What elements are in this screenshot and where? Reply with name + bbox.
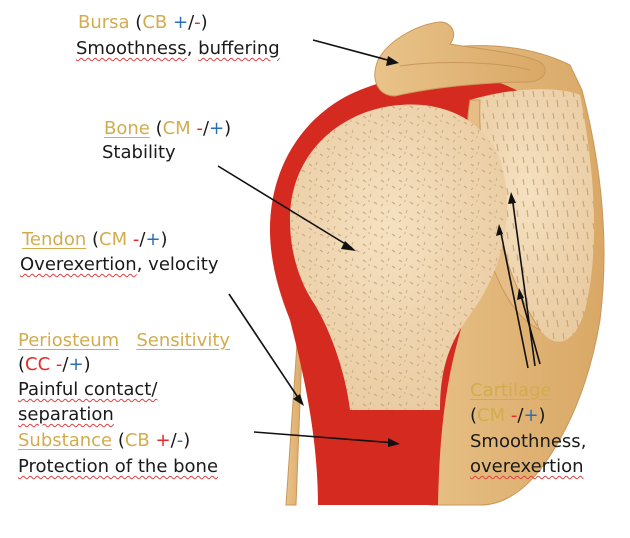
cartilage-sign-2: + bbox=[523, 405, 539, 426]
periosteum-code-line: (CC -/+) bbox=[18, 354, 91, 375]
substance-sign-2: - bbox=[176, 430, 184, 451]
tendon-desc-a: Overexertion bbox=[20, 254, 137, 275]
cartilage-arrowhead-3 bbox=[517, 288, 524, 300]
tendon-code: CM bbox=[99, 229, 128, 250]
substance-arrowhead bbox=[388, 438, 400, 447]
leader-lines bbox=[217, 39, 541, 444]
bone-title: Bone (CM -/+) bbox=[104, 118, 232, 139]
tendon-name: Tendon bbox=[22, 229, 87, 250]
cartilage-description-2: overexertion bbox=[470, 456, 584, 478]
bursa-sign-2: - bbox=[194, 12, 201, 33]
bone-sign-2: + bbox=[209, 118, 225, 139]
bursa-arrowhead bbox=[386, 56, 399, 66]
tendon-title: Tendon (CM -/+) bbox=[22, 229, 168, 250]
cartilage-code: CM bbox=[477, 405, 506, 426]
bursa-desc-a: Smoothness bbox=[76, 38, 187, 59]
cartilage-slash: / bbox=[517, 405, 524, 426]
periosteum-desc-line1: Painful contact/ bbox=[18, 379, 158, 400]
substance-code: CB bbox=[124, 430, 150, 451]
tendon-slash: / bbox=[139, 229, 146, 250]
bursa-leader bbox=[312, 39, 396, 63]
cartilage-arrowhead-1 bbox=[496, 224, 503, 236]
leader-arrowheads bbox=[293, 56, 524, 447]
cartilage-name: Cartilage bbox=[470, 380, 552, 401]
cartilage-sign-1: - bbox=[510, 405, 518, 426]
bursa-title: Bursa (CB +/-) bbox=[78, 12, 208, 33]
bone-sign-1: - bbox=[196, 118, 203, 139]
periosteum-description-2: separation bbox=[18, 404, 114, 426]
bursa-description: Smoothness, buffering bbox=[76, 38, 280, 60]
cartilage-code-line: (CM -/+) bbox=[470, 405, 546, 426]
cartilage-leader-1 bbox=[499, 227, 529, 369]
bursa-code: CB bbox=[142, 12, 168, 33]
cartilage-leader-3 bbox=[519, 291, 541, 365]
tendon-sign-2: + bbox=[145, 229, 161, 250]
substance-name: Substance bbox=[18, 430, 113, 451]
cartilage-desc-line2: overexertion bbox=[470, 456, 584, 477]
substance-sign-1: + bbox=[155, 430, 171, 451]
periosteum-description-1: Painful contact/ bbox=[18, 379, 157, 401]
periosteum-slash: / bbox=[62, 354, 69, 375]
substance-leader bbox=[253, 431, 397, 444]
cartilage-description-1: Smoothness, bbox=[470, 431, 587, 452]
tendon-sign-1: - bbox=[132, 229, 140, 250]
bursa-desc-sep: , bbox=[186, 38, 199, 59]
bursa-shape bbox=[374, 21, 546, 97]
tendon-desc-b: velocity bbox=[148, 254, 219, 275]
bursa-desc-b: buffering bbox=[198, 38, 280, 59]
substance-slash: / bbox=[170, 430, 177, 451]
bone-slash: / bbox=[202, 118, 210, 139]
bursa-sign-1: + bbox=[172, 12, 189, 33]
bone-description: Stability bbox=[102, 142, 176, 163]
periosteum-title: Periosteum Sensitivity bbox=[18, 330, 230, 352]
periosteum-code: CC bbox=[25, 354, 51, 375]
bursa-name: Bursa bbox=[78, 12, 130, 33]
cartilage-leader-2 bbox=[511, 195, 536, 367]
periosteum-name: Periosteum bbox=[18, 330, 120, 351]
periosteum-sign-2: + bbox=[68, 354, 84, 375]
substance-description: Protection of the bone bbox=[18, 456, 218, 478]
tendon-leader bbox=[228, 293, 302, 403]
tendon-desc-sep: , bbox=[136, 254, 149, 275]
tendon-description: Overexertion, velocity bbox=[20, 254, 219, 276]
cartilage-title: Cartilage bbox=[470, 380, 552, 402]
bone-name: Bone bbox=[104, 118, 150, 139]
substance-desc: Protection of the bone bbox=[18, 456, 219, 477]
tendon-arrowhead bbox=[293, 394, 304, 406]
substance-title: Substance (CB +/-) bbox=[18, 430, 191, 451]
bone-leader bbox=[217, 165, 353, 249]
cartilage-arrowhead-2 bbox=[508, 192, 516, 204]
bursa-slash: / bbox=[188, 12, 195, 33]
periosteum-sign-1: - bbox=[55, 354, 63, 375]
bone-code: CM bbox=[162, 118, 191, 139]
bone-arrowhead bbox=[341, 241, 356, 251]
periosteum-name-2: Sensitivity bbox=[136, 330, 231, 351]
periosteum-desc-line2: separation bbox=[18, 404, 114, 425]
